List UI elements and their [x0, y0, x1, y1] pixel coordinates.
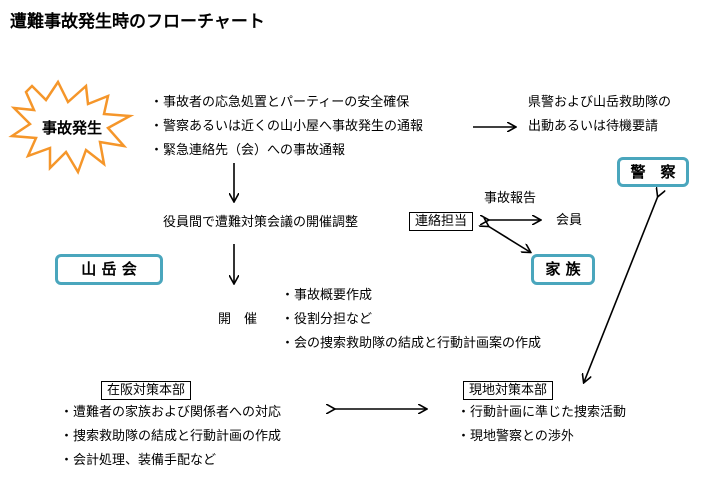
list-item: ・遭難者の家族および関係者への対応 [60, 405, 282, 420]
members-label: 会員 [556, 213, 583, 228]
osaka-hq-list: ・遭難者の家族および関係者への対応 ・捜索救助隊の結成と行動計画の作成 ・会計処… [60, 401, 281, 473]
meeting-items-list: ・事故概要作成 ・役割分担など ・会の捜索救助隊の結成と行動計画案の作成 [281, 284, 541, 356]
arrow-liaison-family [488, 226, 530, 252]
list-item: 出動あるいは待機要請 [528, 119, 659, 134]
list-item: ・会計処理、装備手配など [60, 453, 217, 468]
coordination-text: 役員間で遭難対策会議の開催調整 [163, 215, 359, 230]
police-dispatch-text: 県警および山岳救助隊の 出動あるいは待機要請 [528, 91, 671, 139]
list-item: ・現地警察との渉外 [457, 429, 574, 444]
list-item: ・事故者の応急処置とパーティーの安全確保 [150, 95, 410, 110]
list-item: ・行動計画に準じた捜索活動 [457, 405, 627, 420]
list-item: ・緊急連絡先（会）への事故通報 [150, 143, 346, 158]
club-box: 山 岳 会 [55, 254, 163, 285]
initial-actions-list: ・事故者の応急処置とパーティーの安全確保 ・警察あるいは近くの山小屋へ事故発生の… [150, 91, 423, 163]
local-hq-list: ・行動計画に準じた捜索活動 ・現地警察との渉外 [457, 401, 626, 449]
list-item: ・役割分担など [281, 312, 373, 327]
list-item: ・会の捜索救助隊の結成と行動計画案の作成 [281, 336, 542, 351]
accident-burst-label: 事故発生 [42, 119, 103, 137]
accident-report-label: 事故報告 [484, 191, 537, 206]
list-item: 県警および山岳救助隊の [528, 95, 672, 110]
family-box: 家 族 [531, 254, 595, 285]
arrow-police-localhq [584, 196, 658, 382]
list-item: ・捜索救助隊の結成と行動計画の作成 [60, 429, 282, 444]
list-item: ・警察あるいは近くの山小屋へ事故発生の通報 [150, 119, 424, 134]
accident-burst-shape [8, 79, 135, 175]
liaison-box: 連絡担当 [409, 212, 474, 231]
page-title: 遭難事故発生時のフローチャート [10, 12, 265, 32]
list-item: ・事故概要作成 [281, 288, 373, 303]
local-hq-title: 現地対策本部 [463, 381, 554, 400]
meeting-label: 開 催 [218, 312, 258, 327]
police-box: 警 察 [617, 157, 689, 187]
osaka-hq-title: 在阪対策本部 [101, 381, 192, 400]
